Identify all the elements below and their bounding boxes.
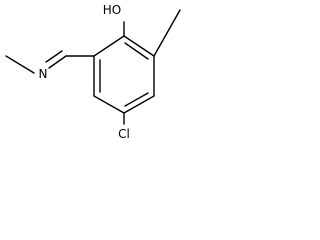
- ring-double-bond-c1-c2: [124, 42, 149, 60]
- bond-ch-n: [48, 55, 67, 69]
- chlorine-label: Cl: [118, 127, 130, 141]
- ring-bond-c4-c5: [93, 95, 125, 114]
- ring-bond-c1-c2: [123, 35, 155, 57]
- chemical-structure-diagram: HO Cl N: [5, 3, 181, 141]
- ring-bond-c3-c4: [123, 95, 155, 114]
- bond-c2-methyl: [153, 9, 181, 57]
- bond-n-methyl: [5, 55, 35, 74]
- imine-nitrogen-label: N: [39, 67, 48, 81]
- ring-double-bond-c3-c4: [124, 92, 149, 107]
- bond-ch-n-double: [45, 50, 63, 63]
- hydroxyl-label: HO: [103, 3, 121, 17]
- ring-bond-c6-c1: [93, 35, 125, 57]
- benzene-ring: [93, 35, 155, 114]
